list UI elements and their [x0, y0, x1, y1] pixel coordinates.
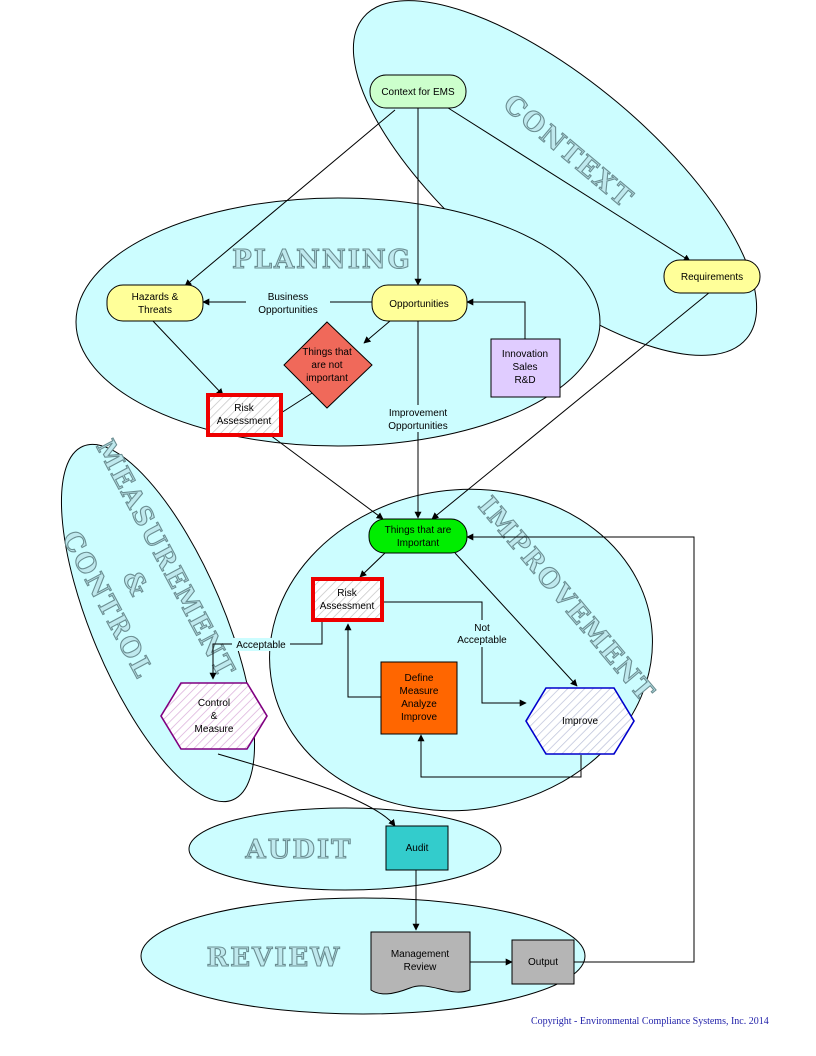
- label-business-opportunities: Business Opportunities: [246, 290, 330, 316]
- edge-risk2-improve: [381, 601, 527, 707]
- svg-text:Things that are: Things that are: [385, 525, 452, 536]
- node-control-measure: Control & Measure: [160, 682, 268, 750]
- copyright-text: Copyright - Environmental Compliance Sys…: [531, 1016, 769, 1027]
- svg-text:Risk: Risk: [337, 588, 357, 599]
- edge-labels: Business Opportunities Improvement Oppor…: [232, 290, 511, 651]
- planning-zone-title: PLANNING: [232, 245, 412, 275]
- svg-text:Requirements: Requirements: [681, 272, 743, 283]
- label-not-acceptable: Not Acceptable: [455, 620, 511, 647]
- svg-text:Acceptable: Acceptable: [236, 640, 286, 651]
- svg-text:Opportunities: Opportunities: [389, 299, 448, 310]
- node-opportunities: Opportunities: [371, 284, 468, 322]
- svg-text:Control: Control: [198, 698, 230, 709]
- audit-zone-title: AUDIT: [245, 835, 353, 865]
- edge-innovation-opportunities: [466, 298, 526, 339]
- svg-text:Risk: Risk: [234, 403, 254, 414]
- node-things-not-important: Things that are not important: [283, 321, 373, 409]
- node-define-measure: Define Measure Analyze Improve: [380, 661, 458, 735]
- svg-text:Audit: Audit: [406, 843, 429, 854]
- edge-context-hazards: [184, 109, 396, 287]
- edge-define-risk2: [344, 623, 381, 698]
- edge-output-important: [466, 533, 695, 963]
- node-audit: Audit: [385, 825, 449, 871]
- svg-text:Important: Important: [397, 538, 439, 549]
- planning-zone: PLANNING: [75, 197, 601, 447]
- svg-text:important: important: [306, 373, 348, 384]
- svg-text:Things that: Things that: [302, 347, 352, 358]
- svg-text:Not: Not: [474, 623, 490, 634]
- edge-risk-important: [269, 434, 384, 520]
- svg-text:Innovation: Innovation: [502, 349, 548, 360]
- svg-text:Improve: Improve: [401, 712, 438, 723]
- review-zone: REVIEW: [140, 897, 586, 1015]
- svg-text:Assessment: Assessment: [320, 601, 375, 612]
- svg-text:Threats: Threats: [138, 305, 172, 316]
- node-risk-assessment-improvement: Risk Assessment: [311, 577, 384, 622]
- svg-text:Improve: Improve: [562, 716, 599, 727]
- svg-text:are not: are not: [311, 360, 342, 371]
- edge-important-risk2: [359, 552, 386, 578]
- node-requirements: Requirements: [663, 259, 761, 294]
- svg-text:Define: Define: [405, 673, 434, 684]
- node-output: Output: [511, 939, 575, 985]
- node-risk-assessment-planning: Risk Assessment: [206, 393, 283, 437]
- svg-text:Management: Management: [391, 949, 450, 960]
- svg-text:Context for EMS: Context for EMS: [381, 87, 455, 98]
- svg-text:Opportunities: Opportunities: [258, 305, 317, 316]
- node-things-important: Things that are Important: [368, 518, 468, 554]
- node-management-review: Management Review: [370, 931, 471, 995]
- svg-text:Hazards &: Hazards &: [132, 292, 179, 303]
- review-zone-title: REVIEW: [207, 943, 342, 973]
- svg-text:Measure: Measure: [400, 686, 439, 697]
- svg-text:Improvement: Improvement: [389, 408, 448, 419]
- edge-hazards-risk: [151, 319, 224, 396]
- svg-text:Assessment: Assessment: [217, 416, 272, 427]
- svg-text:Sales: Sales: [512, 362, 537, 373]
- node-innovation: Innovation Sales R&D: [490, 338, 561, 398]
- svg-text:Acceptable: Acceptable: [457, 635, 507, 646]
- edge-important-improve: [454, 552, 578, 687]
- svg-text:R&D: R&D: [514, 375, 535, 386]
- audit-zone: AUDIT: [188, 807, 502, 891]
- svg-text:Measure: Measure: [195, 724, 234, 735]
- node-improve: Improve: [525, 687, 635, 755]
- svg-text:Analyze: Analyze: [401, 699, 437, 710]
- edge-improve-define: [417, 734, 582, 778]
- label-improvement-opportunities: Improvement Opportunities: [382, 405, 454, 432]
- node-context-for-ems: Context for EMS: [369, 74, 467, 109]
- improvement-zone: IMPROVEMENT: [269, 488, 661, 812]
- svg-text:Opportunities: Opportunities: [388, 421, 447, 432]
- edge-requirements-important: [431, 291, 711, 520]
- svg-text:Output: Output: [528, 957, 558, 968]
- edge-control-audit: [217, 753, 396, 827]
- label-acceptable: Acceptable: [232, 638, 290, 651]
- svg-text:Business: Business: [268, 292, 309, 303]
- edge-context-requirements: [444, 105, 691, 262]
- edge-opportunities-notimportant: [363, 320, 391, 344]
- node-hazards-threats: Hazards & Threats: [106, 284, 204, 322]
- svg-text:Review: Review: [404, 962, 438, 973]
- svg-text:&: &: [211, 711, 218, 722]
